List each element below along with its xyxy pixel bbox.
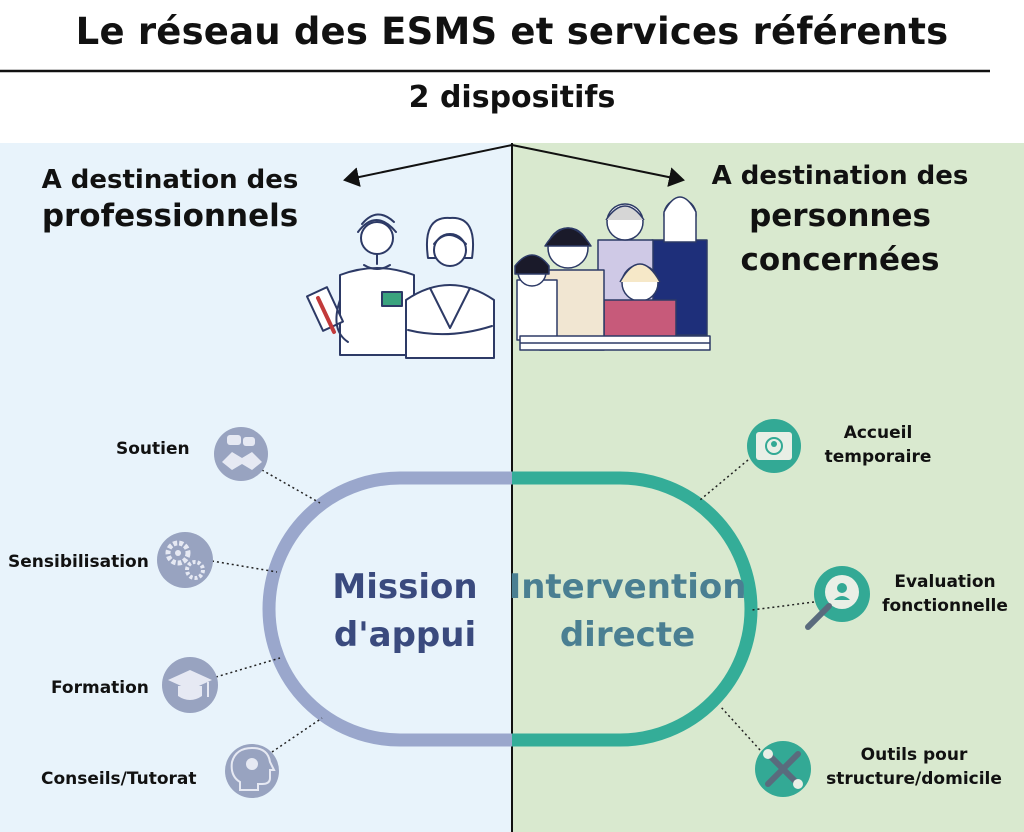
left-connectors (211, 469, 323, 753)
intervention-loop (512, 471, 758, 747)
arrow-right (511, 144, 685, 187)
id-card-icon (747, 419, 801, 473)
label-soutien: Soutien (116, 439, 190, 459)
left-header: A destination des professionnels (20, 162, 320, 234)
label-outils-line1: Outils pour (860, 745, 968, 765)
label-outils-structure: Outils pour structure/domicile (816, 743, 1012, 791)
label-accueil-line1: Accueil (843, 423, 913, 443)
mission-label: Mission d'appui (300, 563, 510, 659)
mission-label-line1: Mission (332, 567, 478, 607)
page-title: Le réseau des ESMS et services référents (75, 10, 949, 53)
family-illustration (514, 196, 711, 351)
arrow-left (343, 144, 513, 187)
intervention-label: Intervention directe (505, 563, 750, 659)
label-accueil-line2: temporaire (824, 447, 932, 467)
label-accueil-temporaire: Accueil temporaire (818, 421, 938, 469)
right-connectors (699, 459, 815, 751)
right-header-line1: A destination des (711, 161, 969, 191)
page-subtitle: 2 dispositifs (408, 80, 616, 115)
label-conseils-tutorat: Conseils/Tutorat (41, 769, 197, 789)
mission-label-line2: d'appui (333, 615, 477, 655)
label-evaluation-fonctionnelle: Evaluation fonctionnelle (876, 570, 1014, 618)
label-sensibilisation: Sensibilisation (8, 552, 149, 572)
handshake-icon (214, 427, 268, 481)
right-header: A destination des personnes concernées (690, 158, 990, 282)
label-outils-line2: structure/domicile (826, 769, 1002, 789)
professionals-illustration (306, 213, 495, 359)
magnifier-person-icon (805, 566, 870, 630)
left-panel (0, 143, 512, 832)
left-header-line1: A destination des (41, 165, 299, 195)
left-header-line2: professionnels (41, 198, 299, 234)
wrench-tools-icon (755, 741, 811, 797)
intervention-label-line2: directe (559, 615, 696, 655)
label-evaluation-line1: Evaluation (894, 572, 996, 592)
mission-loop (262, 471, 512, 747)
gears-icon (157, 532, 213, 588)
graduation-cap-icon (162, 657, 218, 713)
intervention-label-line1: Intervention (508, 567, 747, 607)
right-header-line2: personnes (749, 198, 931, 234)
head-lightbulb-icon (225, 744, 279, 798)
label-evaluation-line2: fonctionnelle (882, 596, 1008, 616)
right-header-line3: concernées (740, 242, 940, 278)
label-formation: Formation (51, 678, 149, 698)
